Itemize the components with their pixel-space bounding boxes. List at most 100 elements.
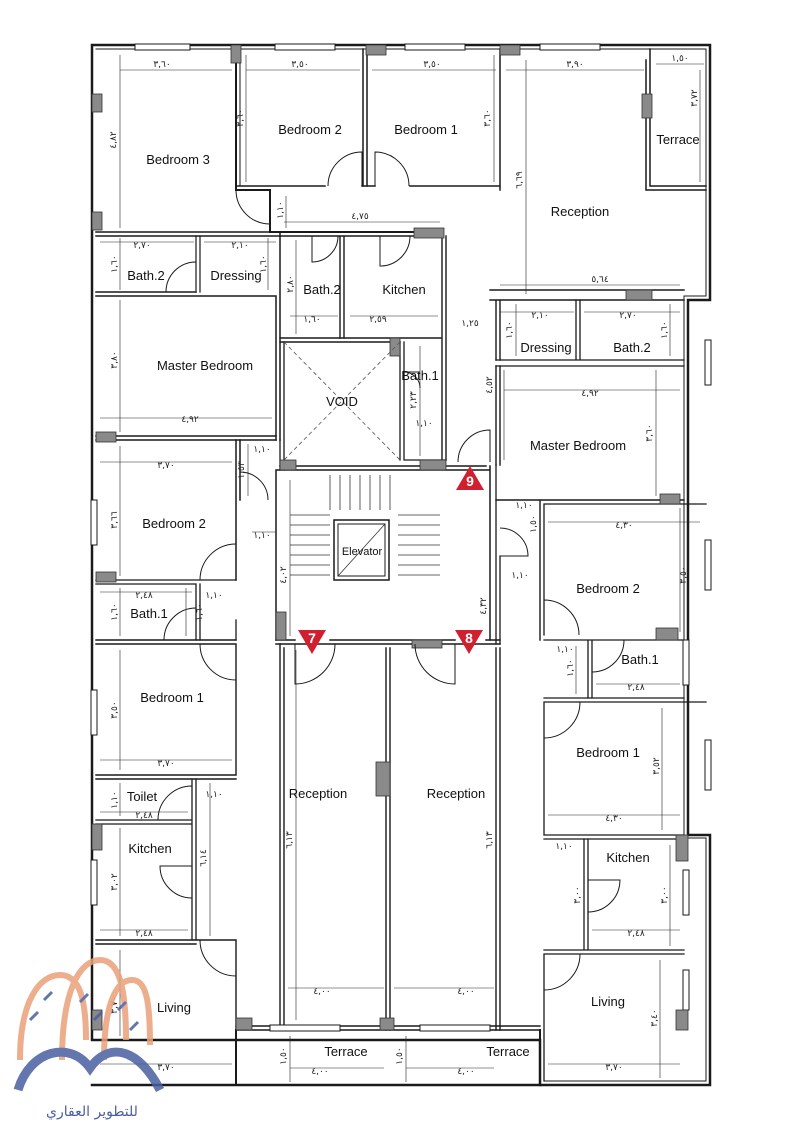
dim-label: ٢,٢٣ (409, 391, 419, 409)
dim-label: ٢,٨٠ (286, 275, 296, 292)
room-label: Bedroom 2 (576, 581, 640, 596)
dim-label: ٣,٧٠ (605, 1063, 622, 1073)
dim-label: ٢,٤٨ (135, 591, 153, 601)
dim-label: ٤,٧٥ (351, 212, 369, 222)
room-label: Bath.1 (130, 606, 168, 621)
dim-label: ٤,٣٢ (479, 597, 489, 615)
dim-label: ١,١٠ (515, 501, 532, 511)
dim-label: ٢,١٠ (231, 241, 248, 251)
dimension-lines (100, 55, 704, 1082)
dim-label: ٤,٥٢ (485, 376, 495, 394)
dim-label: ١,٦٠ (566, 659, 576, 676)
dim-label: ٣,٥٢ (652, 757, 662, 775)
apartment-marker-7: 7 (298, 630, 326, 654)
dim-label: ٥,٦٤ (591, 275, 609, 285)
dim-label: ٣,٦٠ (236, 109, 246, 126)
dim-label: ٦,١٣ (485, 831, 495, 849)
room-label: Dressing (210, 268, 261, 283)
dim-label: ١,١٠ (511, 571, 528, 581)
dim-label: ٣,٧٢ (690, 89, 700, 107)
dim-label: ٣,٦٠ (153, 60, 170, 70)
room-label: Kitchen (606, 850, 649, 865)
apartment-markers: 9 7 8 (298, 466, 484, 654)
apartment-marker-8: 8 (455, 630, 483, 654)
dim-label: ٦,٦٩ (515, 171, 525, 189)
apartment-marker-9: 9 (456, 466, 484, 490)
dim-label: ١,٦٠ (110, 255, 120, 272)
room-label: Bath.2 (127, 268, 165, 283)
dim-label: ٣,٧٠ (157, 1063, 174, 1073)
room-label: Reception (551, 204, 610, 219)
room-label: Terrace (486, 1044, 529, 1059)
room-label: Reception (427, 786, 486, 801)
room-label: Bath.2 (613, 340, 651, 355)
developer-logo: للتطوير العقاري (13, 956, 165, 1120)
dim-label: ٦,١٣ (285, 831, 295, 849)
dim-label: ١,٥٠ (395, 1047, 405, 1064)
dim-label: ١,١٠ (205, 591, 222, 601)
room-label: Bath.1 (621, 652, 659, 667)
dim-label: ١,٥٠ (529, 515, 539, 532)
room-label: Toilet (127, 789, 158, 804)
dim-label: ١,٥٠ (279, 1047, 289, 1064)
dim-label: ١,١٠ (556, 645, 573, 655)
dim-label: ٣,٨٠ (110, 351, 120, 368)
dim-label: ٤,٨٢ (109, 131, 119, 149)
dim-label: ٢,٤٨ (627, 929, 645, 939)
dim-label: ٣,٤٠ (650, 1009, 660, 1026)
dim-label: ١,٦٠ (110, 603, 120, 620)
logo-mark-icon (13, 956, 165, 1093)
dim-label: ١,١٠ (253, 531, 270, 541)
dim-label: ١,٥٣ (237, 461, 247, 479)
dim-label: ١,١٠ (555, 842, 572, 852)
door-swings (157, 151, 625, 991)
room-label: Terrace (324, 1044, 367, 1059)
room-label: Bedroom 1 (140, 690, 204, 705)
dim-label: ٣,٦٦ (110, 511, 120, 529)
dim-label: ٣,٧٠ (157, 759, 174, 769)
room-label: Living (157, 1000, 191, 1015)
dim-label: ٤,٠٢ (279, 566, 289, 584)
dim-label: ١,٦٠ (195, 603, 205, 620)
dim-label: ٣,٦٠ (645, 424, 655, 441)
dim-label: ٤,٩٢ (581, 389, 599, 399)
dim-label: ٣,٥٠ (110, 701, 120, 718)
dim-label: ١,٦٠ (660, 321, 670, 338)
dim-label: ١,١٠ (110, 791, 120, 808)
dim-label: ٤,٠٠ (311, 1067, 328, 1077)
dim-label: ٢,٥٩ (369, 315, 387, 325)
dim-label: ٤,٠٠ (313, 987, 330, 997)
room-label: Bedroom 1 (394, 122, 458, 137)
marker-number: 9 (466, 473, 474, 489)
dim-label: ٢,٤٨ (627, 683, 645, 693)
staircase (290, 475, 440, 577)
room-label: Terrace (656, 132, 699, 147)
room-label: Living (591, 994, 625, 1009)
dim-label: ١,١٠ (205, 790, 222, 800)
dim-label: ٣,٥٠ (423, 60, 440, 70)
dim-label: ٤,٠٠ (457, 1067, 474, 1077)
dim-label: ٤,٠٠ (457, 987, 474, 997)
room-labels: Bedroom 3 Bedroom 2 Bedroom 1 Terrace Re… (127, 122, 700, 1059)
dim-label: ٤,٩٢ (181, 415, 199, 425)
dim-label: ٣,٥٠ (291, 60, 308, 70)
dim-label: ٣,٠٠ (660, 886, 670, 903)
dim-label: ٣,٠٢ (110, 873, 120, 891)
dim-label: ٢,٤٨ (135, 811, 153, 821)
dim-label: ٢,٧٠ (619, 311, 636, 321)
room-label: Bedroom 3 (146, 152, 210, 167)
dim-label: ٢,٤٨ (135, 929, 153, 939)
dim-label: ١,٦٠ (505, 321, 515, 338)
room-label: Bedroom 2 (278, 122, 342, 137)
room-label: Dressing (520, 340, 571, 355)
room-label: Master Bedroom (530, 438, 626, 453)
dimension-labels: ٣,٦٠ ٣,٥٠ ٣,٥٠ ٣,٩٠ ١,٥٠ ٤,٨٢ ٣,٦٠ ٣,٦٠ … (109, 54, 700, 1077)
dim-label: ٣,٩٠ (566, 60, 583, 70)
room-label: Elevator (342, 546, 383, 558)
marker-number: 8 (465, 630, 473, 646)
dim-label: ١,٦٠ (259, 255, 269, 272)
dim-label: ٣,٧٠ (157, 461, 174, 471)
room-label: Master Bedroom (157, 358, 253, 373)
dim-label: ١,٢٥ (461, 319, 479, 329)
